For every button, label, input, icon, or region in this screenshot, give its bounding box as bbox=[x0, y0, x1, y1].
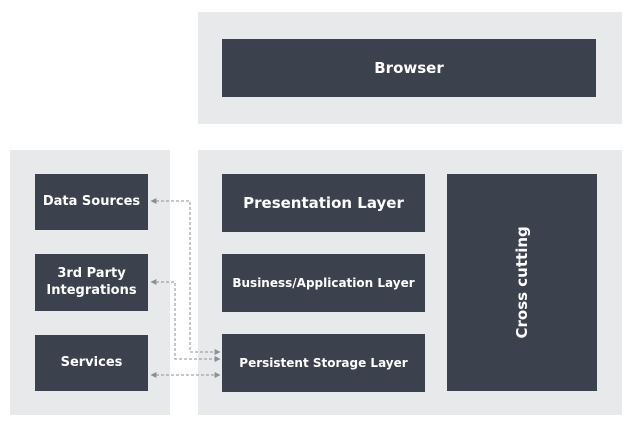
presentation-layer-label: Presentation Layer bbox=[243, 193, 404, 212]
services-label: Services bbox=[60, 354, 123, 370]
services-box: Services bbox=[35, 335, 148, 391]
presentation-layer-box: Presentation Layer bbox=[222, 174, 425, 232]
data-sources-label: Data Sources bbox=[42, 193, 141, 209]
third-party-integrations-label: 3rd Party Integrations bbox=[46, 266, 137, 298]
persistent-storage-layer-box: Persistent Storage Layer bbox=[222, 334, 425, 392]
data-sources-box: Data Sources bbox=[35, 174, 148, 230]
browser-box: Browser bbox=[222, 39, 596, 97]
browser-label: Browser bbox=[374, 58, 444, 77]
cross-cutting-box: Cross cutting bbox=[447, 174, 597, 391]
connector-data-sources-to-storage bbox=[150, 198, 221, 355]
persistent-storage-layer-label: Persistent Storage Layer bbox=[239, 355, 408, 370]
business-application-layer-box: Business/Application Layer bbox=[222, 254, 425, 312]
connector-third-party-to-storage bbox=[150, 279, 221, 362]
third-party-integrations-box: 3rd Party Integrations bbox=[35, 254, 148, 311]
business-application-layer-label: Business/Application Layer bbox=[232, 275, 415, 290]
